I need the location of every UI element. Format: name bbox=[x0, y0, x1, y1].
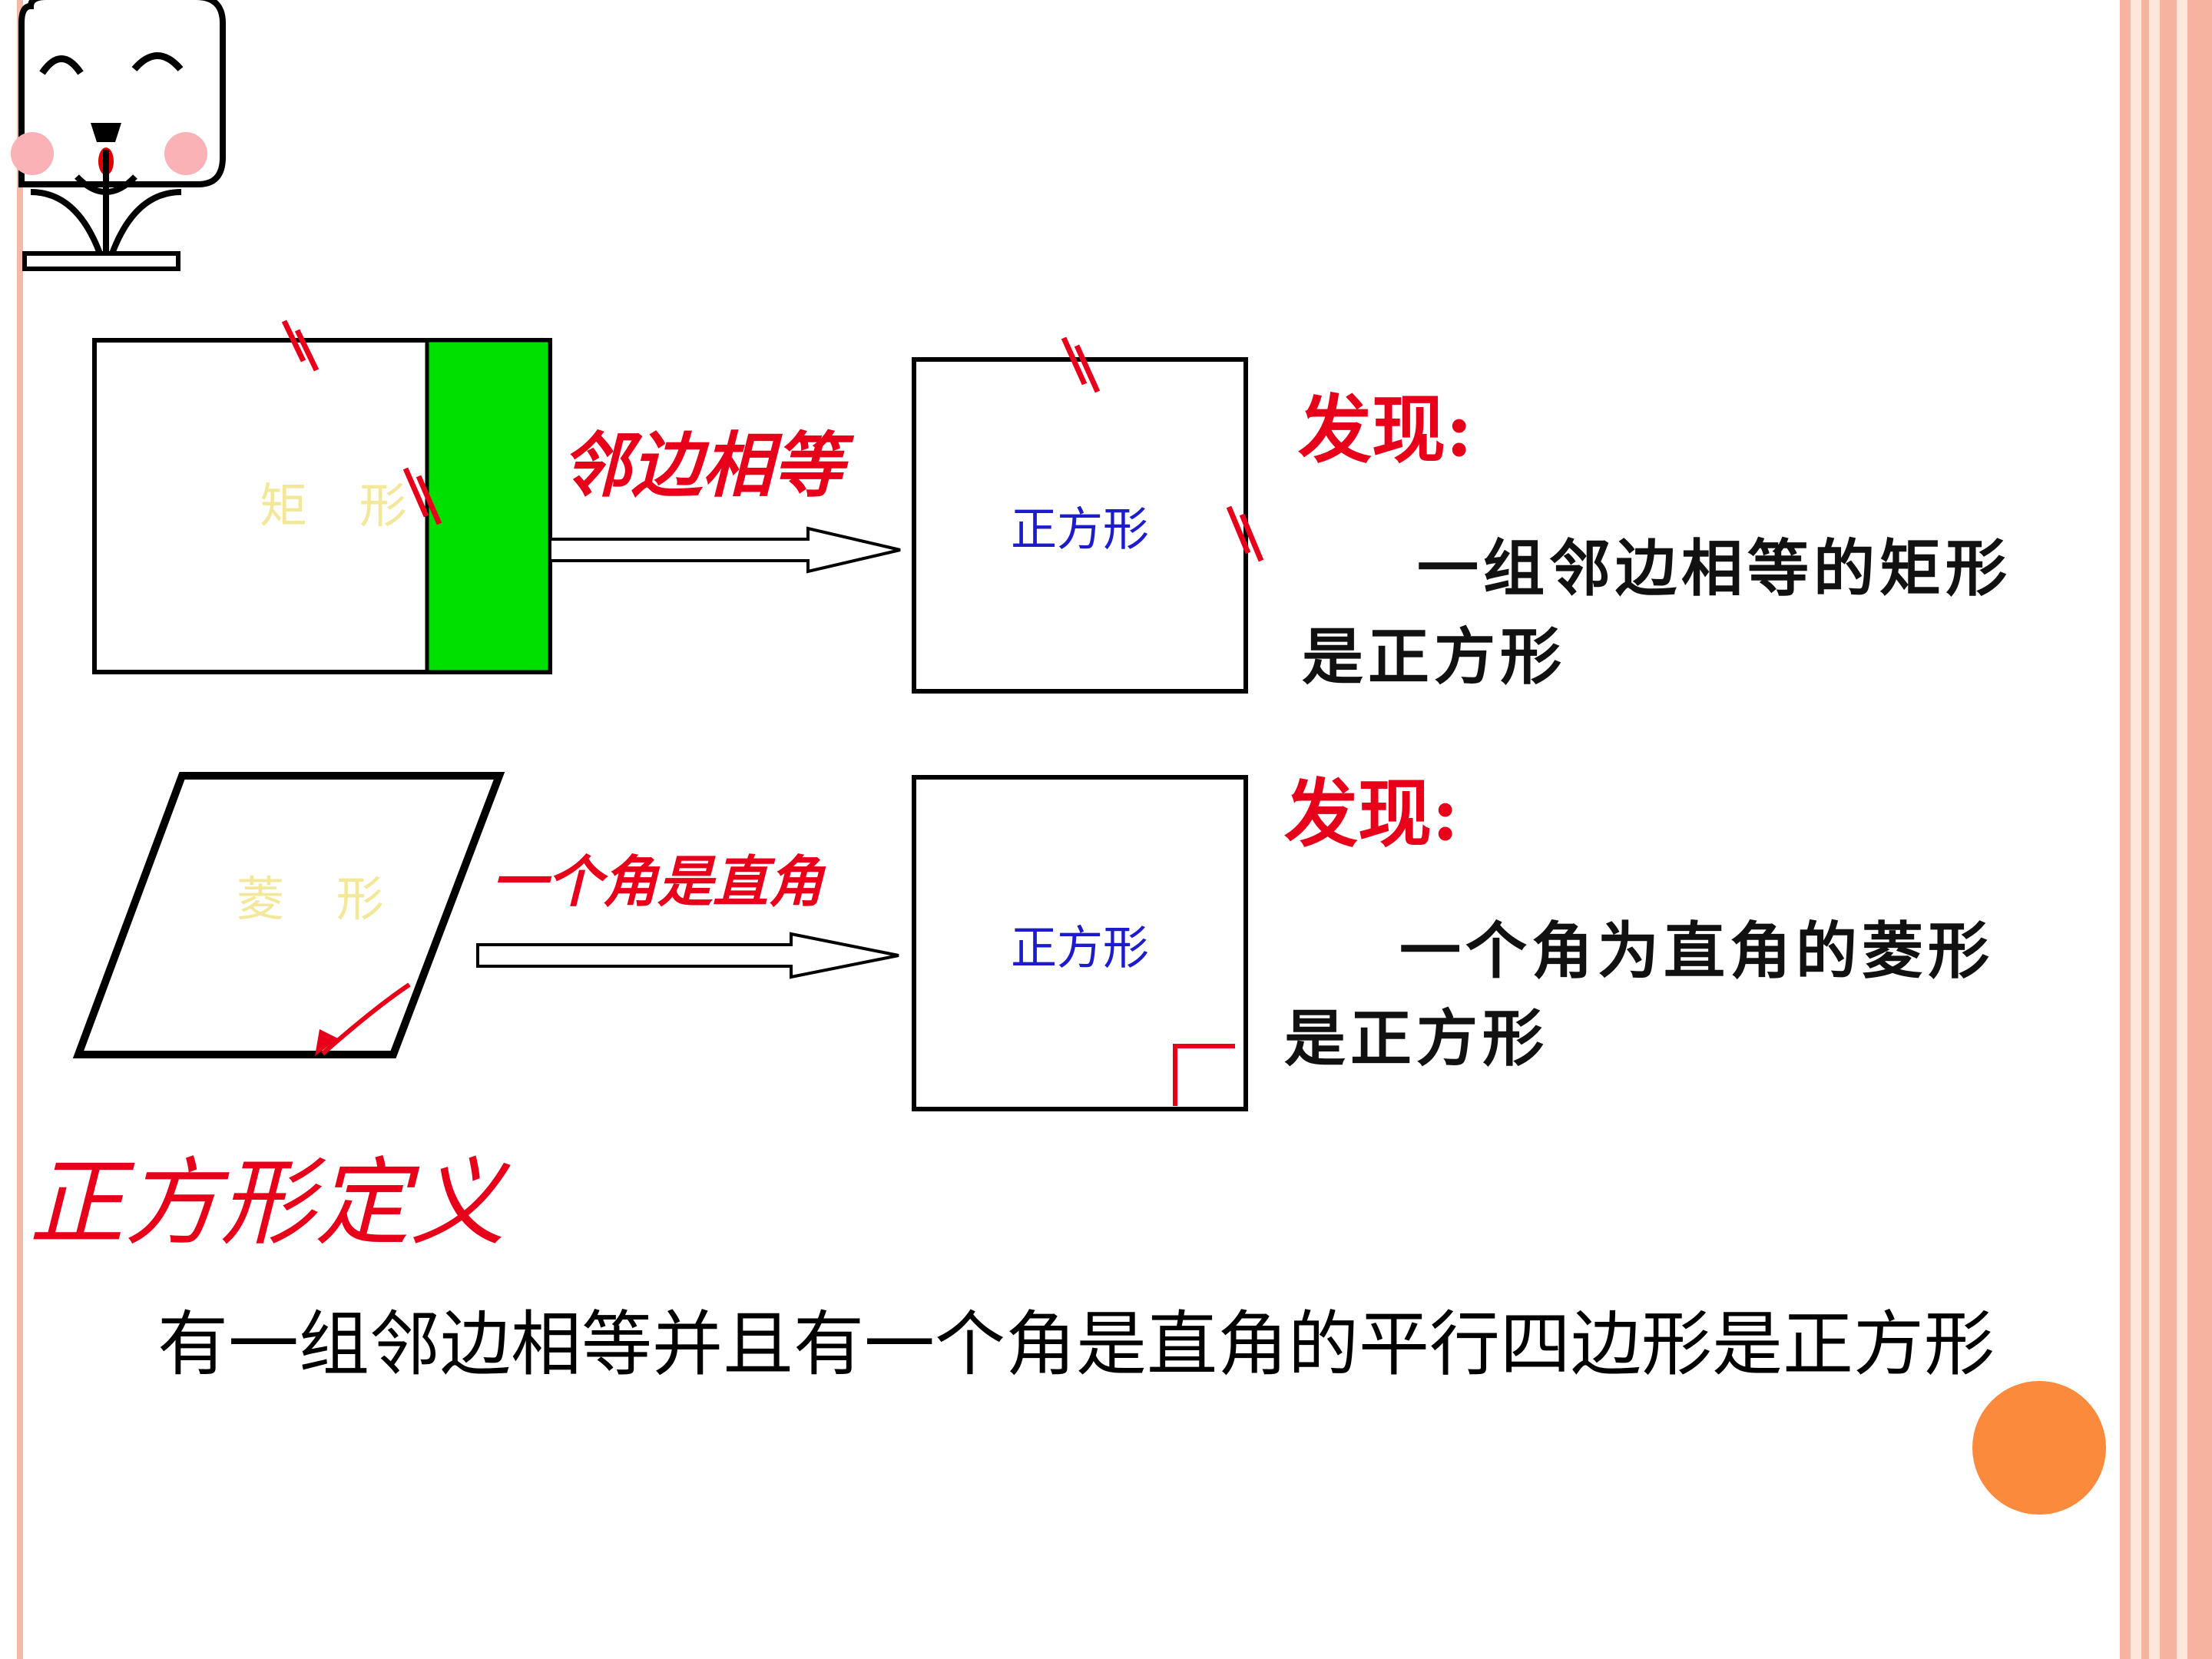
definition-title: 正方形定义 bbox=[29, 1148, 506, 1259]
definition-text: 有一组邻边相等并且有一个角是直角的平行四边形是正方形 bbox=[157, 1303, 1995, 1386]
square-label-row2: 正方形 bbox=[1011, 922, 1149, 975]
equal-tick-top bbox=[281, 320, 320, 372]
equal-tick-top bbox=[1061, 336, 1101, 393]
arrow-row2 bbox=[476, 932, 899, 979]
finding-text-row2-line1: 一个角为直角的菱形 bbox=[1399, 915, 1994, 987]
finding-title-row2: 发现: bbox=[1284, 770, 1459, 857]
green-strip bbox=[425, 338, 552, 674]
square-label-row1: 正方形 bbox=[1011, 503, 1149, 557]
equal-tick-side bbox=[1226, 505, 1264, 562]
finding-text-row2-line2: 是正方形 bbox=[1284, 1002, 1548, 1075]
left-border-line bbox=[17, 0, 23, 1659]
finding-text-row1-line1: 一组邻边相等的矩形 bbox=[1417, 532, 2012, 604]
rectangle-shape bbox=[92, 320, 552, 674]
rhombus-shape bbox=[72, 772, 505, 1058]
orange-dot bbox=[1972, 1381, 2106, 1515]
square-shape-row1 bbox=[912, 336, 1264, 694]
cartoon-bear-icon bbox=[11, 0, 226, 271]
finding-text-row1-line2: 是正方形 bbox=[1302, 621, 1566, 693]
right-angle-mark bbox=[1173, 1044, 1235, 1106]
angle-arc bbox=[321, 982, 411, 1056]
rectangle-label: 矩 形 bbox=[260, 478, 426, 534]
finding-title-row1: 发现: bbox=[1298, 386, 1473, 473]
square-shape-row2 bbox=[912, 775, 1248, 1111]
angle-arrowhead bbox=[315, 1029, 338, 1056]
equal-tick-side bbox=[402, 467, 442, 525]
arrow-label-row1: 邻边相等 bbox=[561, 424, 844, 507]
right-border-stripes bbox=[2120, 0, 2212, 1659]
arrow-label-row2: 一个角是直角 bbox=[492, 849, 824, 914]
arrow-row1 bbox=[548, 526, 901, 574]
rhombus-label: 菱 形 bbox=[237, 871, 402, 927]
